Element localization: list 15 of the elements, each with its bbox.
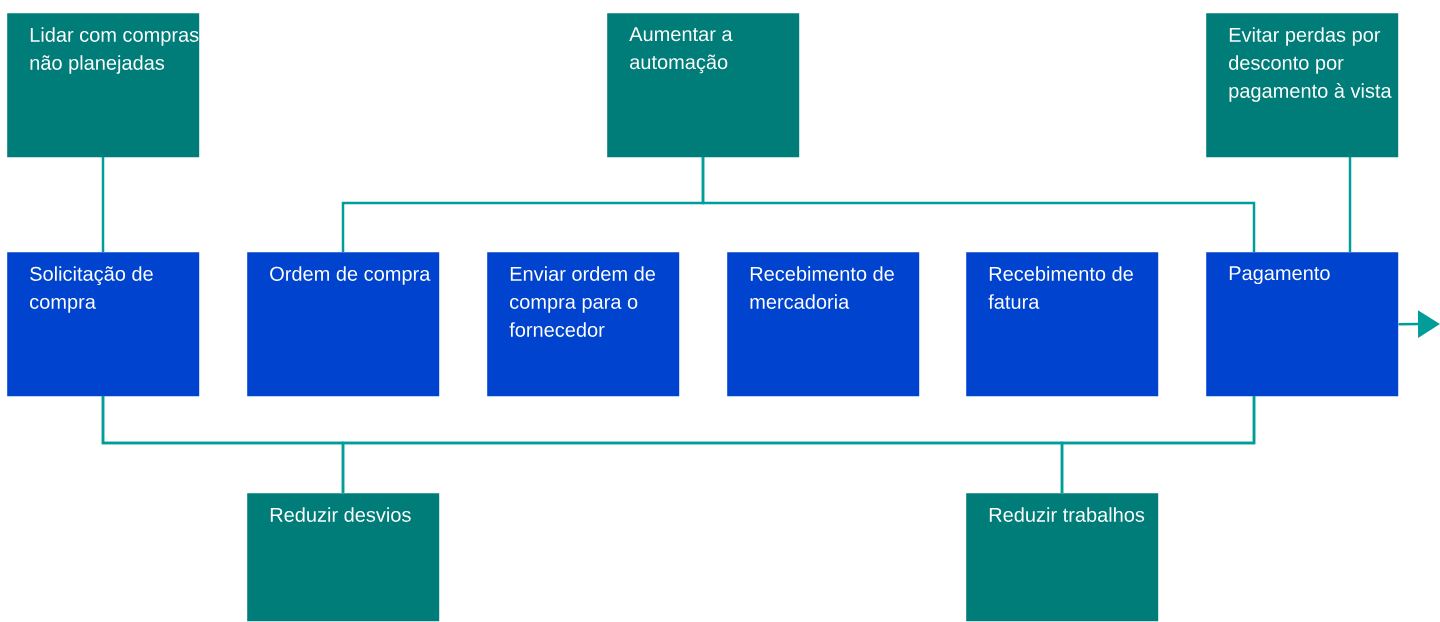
- goal-box: Reduzir trabalhos: [966, 493, 1159, 622]
- process-box: Pagamento: [1206, 252, 1399, 397]
- goal-box: Aumentar a automação: [607, 13, 800, 158]
- connector-line: [1060, 396, 1256, 493]
- process-box: Enviar ordem de compra para o fornecedor: [487, 252, 680, 397]
- process-box: Recebimento de mercadoria: [727, 252, 920, 397]
- connector-line: [701, 157, 1256, 252]
- goal-box: Reduzir desvios: [247, 493, 440, 622]
- connector-line: [1348, 157, 1352, 252]
- process-box: Recebimento de fatura: [966, 252, 1159, 397]
- connector-line: [101, 157, 105, 252]
- goal-box: Lidar com compras não planejadas: [7, 13, 200, 158]
- goal-box: Evitar perdas por desconto por pagamento à vista: [1206, 13, 1399, 158]
- process-box: Solicitação de compra: [7, 252, 200, 397]
- process-box: Ordem de compra: [247, 252, 440, 397]
